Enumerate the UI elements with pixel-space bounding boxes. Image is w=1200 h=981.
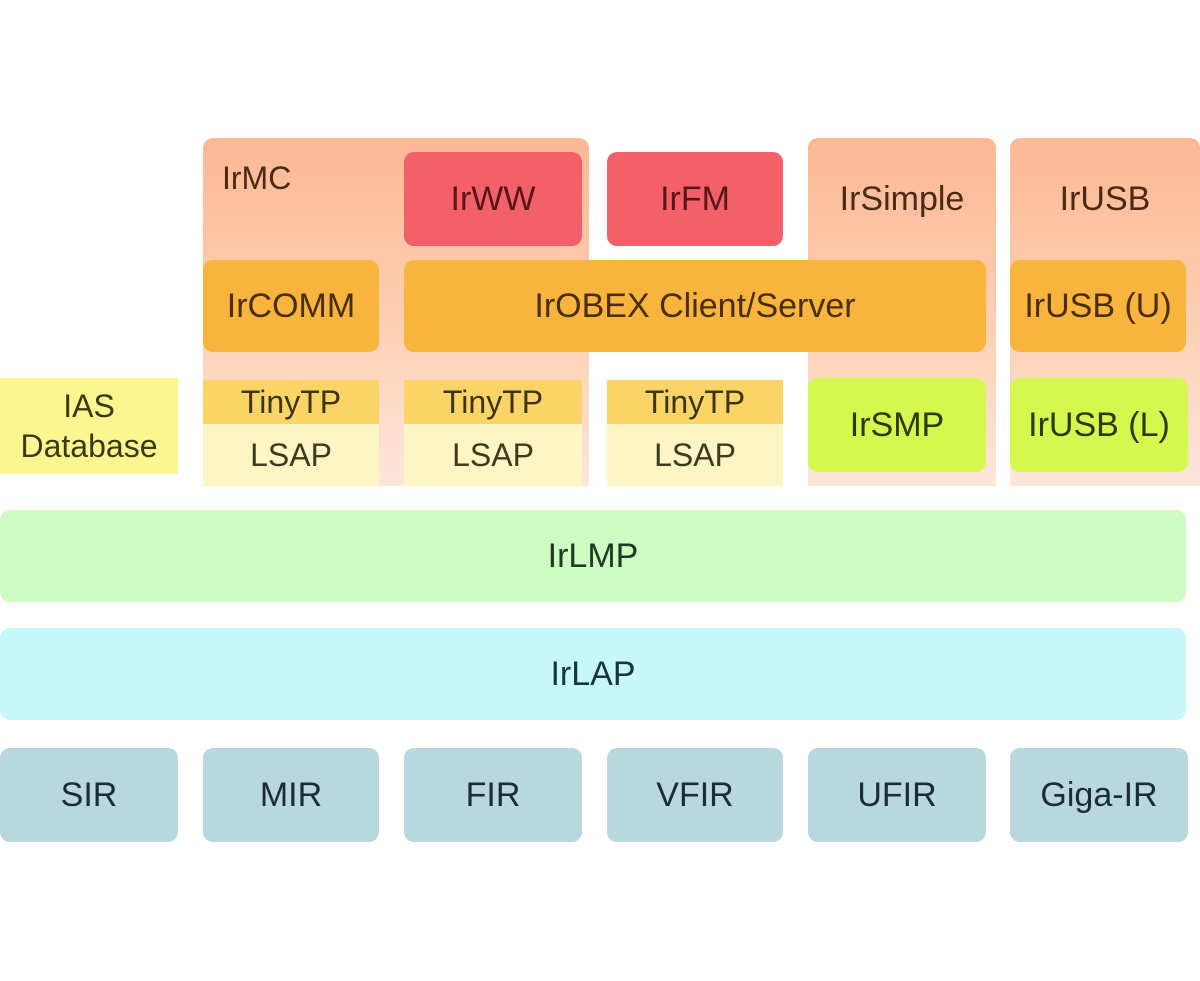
tinytp-box-3: TinyTP bbox=[607, 380, 783, 424]
irww-box: IrWW bbox=[404, 152, 582, 246]
ufir-label: UFIR bbox=[857, 775, 937, 814]
irlmp-label: IrLMP bbox=[547, 536, 639, 575]
irlmp-box: IrLMP bbox=[0, 510, 1186, 602]
tinytp-box-1: TinyTP bbox=[203, 380, 379, 424]
irsmp-box: IrSMP bbox=[808, 378, 986, 472]
ias-line2: Database bbox=[20, 428, 158, 464]
irusb-box: IrUSB bbox=[1010, 152, 1200, 246]
mir-label: MIR bbox=[259, 775, 323, 814]
irmc-label: IrMC bbox=[222, 160, 292, 196]
mir-box: MIR bbox=[203, 748, 379, 842]
lsap-box-1: LSAP bbox=[203, 424, 379, 486]
fir-box: FIR bbox=[404, 748, 582, 842]
irsmp-label: IrSMP bbox=[849, 405, 945, 444]
irobex-label: IrOBEX Client/Server bbox=[534, 286, 856, 325]
irfm-box: IrFM bbox=[607, 152, 783, 246]
ias-database-box: IAS Database bbox=[0, 378, 178, 474]
giga-ir-label: Giga-IR bbox=[1040, 775, 1158, 814]
sir-label: SIR bbox=[60, 775, 118, 814]
irusb-u-label: IrUSB (U) bbox=[1024, 286, 1172, 325]
tinytp-label-1: TinyTP bbox=[240, 383, 342, 420]
ircomm-box: IrCOMM bbox=[203, 260, 379, 352]
tinytp-label-3: TinyTP bbox=[644, 383, 746, 420]
irfm-label: IrFM bbox=[660, 179, 730, 218]
lsap-box-2: LSAP bbox=[404, 424, 582, 486]
irobex-box: IrOBEX Client/Server bbox=[404, 260, 986, 352]
ircomm-label: IrCOMM bbox=[226, 286, 356, 325]
lsap-box-3: LSAP bbox=[607, 424, 783, 486]
ias-line1: IAS bbox=[63, 388, 115, 424]
lsap-label-2: LSAP bbox=[452, 436, 534, 473]
lsap-label-1: LSAP bbox=[250, 436, 332, 473]
irsimple-label: IrSimple bbox=[839, 179, 965, 218]
giga-ir-box: Giga-IR bbox=[1010, 748, 1188, 842]
irusb-label: IrUSB bbox=[1059, 179, 1151, 218]
sir-box: SIR bbox=[0, 748, 178, 842]
fir-label: FIR bbox=[465, 775, 521, 814]
irusb-l-label: IrUSB (L) bbox=[1028, 405, 1170, 444]
irlap-label: IrLAP bbox=[550, 654, 636, 693]
ufir-box: UFIR bbox=[808, 748, 986, 842]
vfir-label: VFIR bbox=[656, 775, 734, 814]
irww-label: IrWW bbox=[450, 179, 536, 218]
irusb-l-box: IrUSB (L) bbox=[1010, 378, 1188, 472]
lsap-label-3: LSAP bbox=[654, 436, 736, 473]
irusb-u-box: IrUSB (U) bbox=[1010, 260, 1186, 352]
irsimple-box: IrSimple bbox=[808, 152, 996, 246]
irlap-box: IrLAP bbox=[0, 628, 1186, 720]
tinytp-box-2: TinyTP bbox=[404, 380, 582, 424]
tinytp-label-2: TinyTP bbox=[442, 383, 544, 420]
vfir-box: VFIR bbox=[607, 748, 783, 842]
